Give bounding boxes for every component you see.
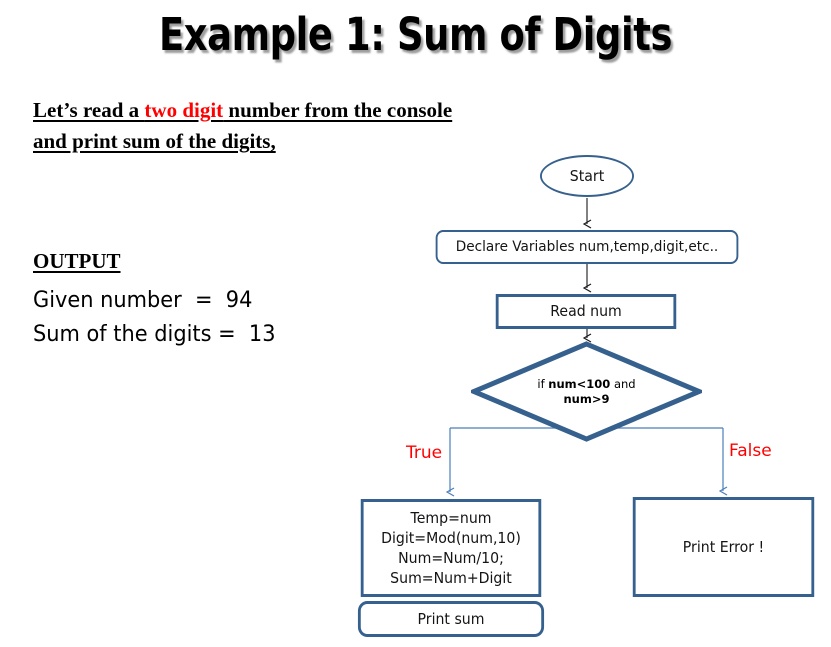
intro-line-1-part1: Let’s read a: [33, 98, 145, 122]
intro-line-1: Let’s read a two digit number from the c…: [33, 98, 452, 122]
decision-diamond-shape: [471, 341, 702, 442]
flowchart-node-print-error[interactable]: Print Error !: [632, 497, 815, 597]
flowchart-node-process-sum[interactable]: Temp=num Digit=Mod(num,10) Num=Num/10; S…: [360, 499, 542, 597]
flowchart-node-start[interactable]: Start: [540, 155, 634, 197]
page-title: Example 1: Sum of Digits: [158, 8, 673, 61]
decision-middle: and: [610, 376, 636, 391]
decision-prefix: if: [537, 376, 549, 391]
output-sum-of-digits: Sum of the digits = 13: [33, 322, 276, 347]
output-given-number: Given number = 94: [33, 288, 253, 313]
output-heading: OUTPUT: [33, 249, 121, 273]
intro-line-2: and print sum of the digits,: [33, 129, 276, 153]
decision-condition-1: num<100: [548, 376, 611, 391]
flowchart-node-read-num[interactable]: Read num: [495, 294, 677, 329]
branch-label-true: True: [406, 443, 443, 463]
flowchart-node-print-sum[interactable]: Print sum: [357, 601, 545, 637]
intro-highlight-two-digit: two digit: [144, 98, 224, 122]
flowchart-node-declare-variables[interactable]: Declare Variables num,temp,digit,etc..: [435, 230, 739, 264]
branch-label-false: False: [729, 441, 772, 461]
decision-condition-2: num>9: [563, 391, 610, 406]
intro-line-1-part2: number from the console: [223, 98, 453, 122]
